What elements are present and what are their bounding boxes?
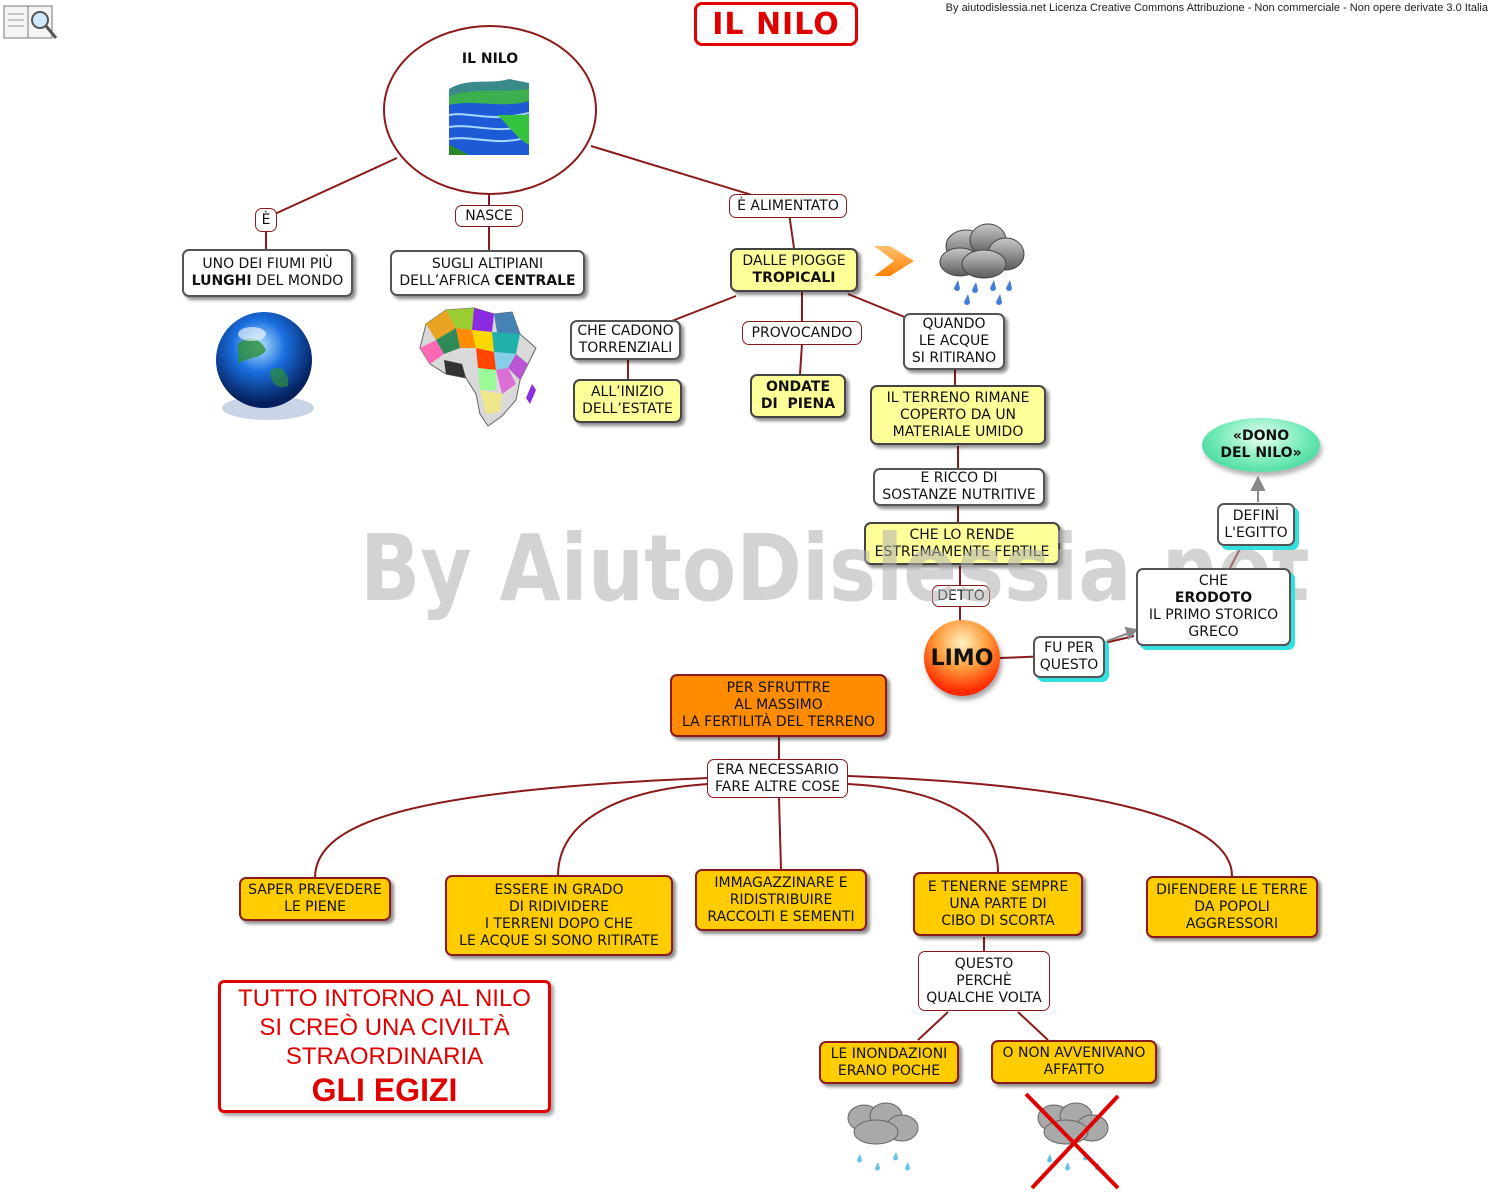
river-icon — [448, 75, 530, 159]
link-e: È — [255, 208, 277, 232]
link-questo-perche: QUESTO PERCHÈ QUALCHE VOLTA — [918, 951, 1050, 1011]
link-era-necessario: ERA NECESSARIO FARE ALTRE COSE — [707, 759, 848, 798]
node-immagazzinare: IMMAGAZZINARE E RIDISTRIBUIRE RACCOLTI E… — [695, 869, 867, 931]
node-fiumi: UNO DEI FIUMI PIÙ LUNGHI DEL MONDO — [182, 249, 353, 297]
globe-icon — [208, 304, 322, 428]
africa-map-icon — [416, 304, 540, 432]
node-inondazioni: LE INONDAZIONI ERANO POCHE — [819, 1041, 959, 1084]
link-nasce: NASCE — [455, 205, 523, 227]
conclusion-box: TUTTO INTORNO AL NILO SI CREÒ UNA CIVILT… — [218, 980, 551, 1113]
license-text[interactable]: By aiutodislessia.net Licenza Creative C… — [945, 2, 1488, 14]
node-ricco: E RICCO DI SOSTANZE NUTRITIVE — [873, 468, 1045, 506]
root-node: IL NILO — [383, 25, 597, 195]
crossed-rain-cloud-icon — [1022, 1090, 1122, 1194]
rain-cloud-icon — [936, 222, 1028, 310]
book-logo-icon — [2, 2, 58, 42]
link-fu-per-questo: FU PER QUESTO — [1033, 636, 1105, 678]
link-defini: DEFINÌ L'EGITTO — [1217, 503, 1295, 546]
node-prevedere: SAPER PREVEDERE LE PIENE — [239, 877, 391, 921]
node-limo: LIMO — [924, 620, 1000, 696]
node-sfruttare: PER SFRUTTRE AL MASSIMO LA FERTILITÀ DEL… — [670, 674, 887, 737]
node-altipiani: SUGLI ALTIPIANI DELL’AFRICA CENTRALE — [390, 250, 585, 296]
node-cadono: CHE CADONO TORRENZIALI — [570, 320, 681, 360]
node-difendere: DIFENDERE LE TERRE DA POPOLI AGGRESSORI — [1146, 876, 1318, 938]
node-dono-del-nilo: «DONO DEL NILO» — [1202, 418, 1320, 472]
node-non-avvenivano: O NON AVVENIVANO AFFATTO — [991, 1040, 1157, 1084]
root-label: IL NILO — [461, 51, 519, 67]
node-piogge: DALLE PIOGGE TROPICALI — [730, 248, 858, 292]
node-quando: QUANDO LE ACQUE SI RITIRANO — [903, 313, 1005, 370]
node-terreno: IL TERRENO RIMANE COPERTO DA UN MATERIAL… — [870, 385, 1046, 445]
rain-cloud-icon — [842, 1100, 922, 1184]
node-fertile: CHE LO RENDE ESTREMAMENTE FERTILE — [864, 522, 1060, 565]
link-alimentato: È ALIMENTATO — [729, 194, 847, 218]
node-ridividere: ESSERE IN GRADO DI RIDIVIDERE I TERRENI … — [445, 875, 673, 956]
link-detto: DETTO — [932, 585, 990, 607]
arrow-right-icon — [872, 244, 916, 282]
node-scorta: E TENERNE SEMPRE UNA PARTE DI CIBO DI SC… — [913, 872, 1083, 936]
link-provocando: PROVOCANDO — [742, 321, 862, 345]
node-ondate: ONDATE DI PIENA — [750, 374, 846, 418]
node-estate: ALL’INIZIO DELL’ESTATE — [573, 379, 682, 423]
page-title: IL NILO — [694, 2, 858, 46]
node-erodoto: CHE ERODOTO IL PRIMO STORICO GRECO — [1136, 568, 1291, 646]
